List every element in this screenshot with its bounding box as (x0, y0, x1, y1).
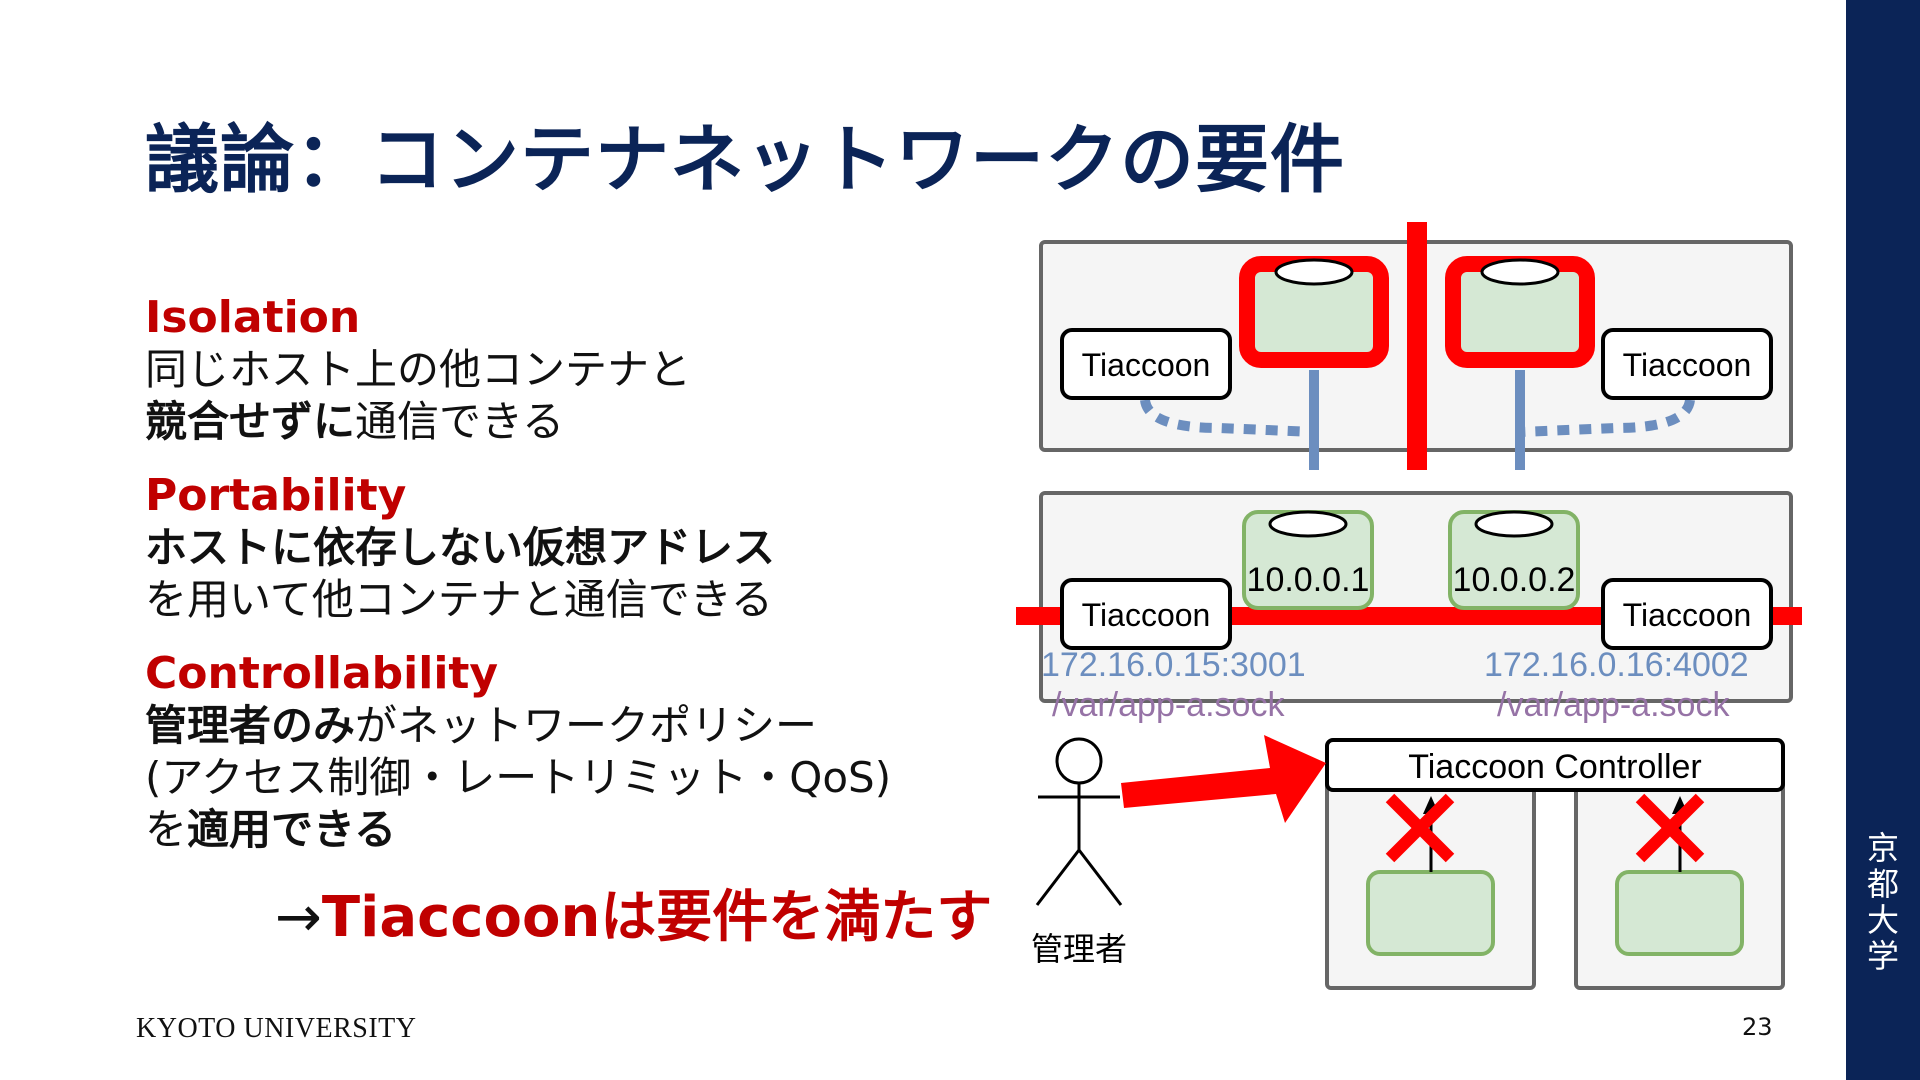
isolation-divider (1407, 222, 1427, 470)
tiaccoon-label: Tiaccoon (1082, 347, 1211, 383)
university-name: KYOTO UNIVERSITY (136, 1013, 417, 1044)
controller-label: Tiaccoon Controller (1408, 748, 1702, 786)
dotted-link-left (1140, 398, 1315, 437)
tiaccoon-mid-left (1060, 578, 1232, 650)
requirement-heading: Isolation (145, 292, 361, 343)
slide-title: 議論：コンテナネットワークの要件 (145, 117, 1345, 203)
container-port-icon (1268, 510, 1348, 538)
host-address-left: 172.16.0.15:3001 (1041, 646, 1306, 684)
cross-icon (1635, 793, 1705, 863)
tiaccoon-controller (1325, 738, 1785, 792)
requirement-line: を用いて他コンテナと通信できる (145, 575, 773, 624)
requirement-heading: Portability (145, 470, 407, 521)
requirement-heading: Controllability (145, 648, 499, 699)
tiaccoon-label: Tiaccoon (1623, 347, 1752, 383)
requirement-line: (アクセス制御・レートリミット・QoS) (145, 753, 892, 802)
admin-label: 管理者 (1031, 930, 1127, 968)
ip-right: 10.0.0.2 (1453, 561, 1576, 599)
requirement-controllability: Controllability 管理者のみがネットワークポリシー (アクセス制御… (145, 648, 891, 856)
conclusion: →Tiaccoonは要件を満たす (275, 872, 992, 953)
brand-sidebar: 京 都 大 学 (1846, 0, 1920, 1080)
requirement-portability: Portability ホストに依存しない仮想アドレス を用いて他コンテナと通信… (145, 470, 775, 626)
requirement-line: を適用できる (145, 805, 397, 854)
socket-path-right: /var/app-a.sock (1497, 686, 1730, 724)
page-number: 23 (1742, 1013, 1773, 1041)
ip-left: 10.0.0.1 (1247, 561, 1370, 599)
container-port-icon (1474, 510, 1554, 538)
requirement-line: ホストに依存しない仮想アドレス (145, 523, 776, 572)
container-bottom-left (1366, 870, 1495, 956)
tiaccoon-top-right (1601, 328, 1773, 400)
tiaccoon-mid-right (1601, 578, 1773, 650)
tiaccoon-top-left (1060, 328, 1232, 400)
right-arrow-icon: → (275, 885, 322, 950)
admin-person-icon (1035, 737, 1123, 906)
container-port-icon (1274, 258, 1354, 286)
host-address-right: 172.16.0.16:4002 (1484, 646, 1749, 684)
university-logo: 京 都 大 学 (1866, 829, 1899, 975)
admin-control-arrow (1121, 735, 1326, 823)
dotted-link-right (1519, 398, 1695, 437)
conclusion-text: Tiaccoonは要件を満たす (321, 885, 993, 950)
tiaccoon-label: Tiaccoon (1623, 597, 1752, 633)
tiaccoon-label: Tiaccoon (1082, 597, 1211, 633)
requirement-line: 管理者のみがネットワークポリシー (145, 701, 818, 750)
socket-path-left: /var/app-a.sock (1052, 686, 1285, 724)
requirement-line: 競合せずに通信できる (145, 397, 565, 446)
requirement-isolation: Isolation 同じホスト上の他コンテナと 競合せずに通信できる (145, 292, 691, 448)
container-bottom-right (1615, 870, 1744, 956)
container-port-icon (1480, 258, 1560, 286)
requirement-line: 同じホスト上の他コンテナと (145, 345, 692, 394)
host-box-middle (1039, 491, 1793, 703)
cross-icon (1385, 793, 1455, 863)
